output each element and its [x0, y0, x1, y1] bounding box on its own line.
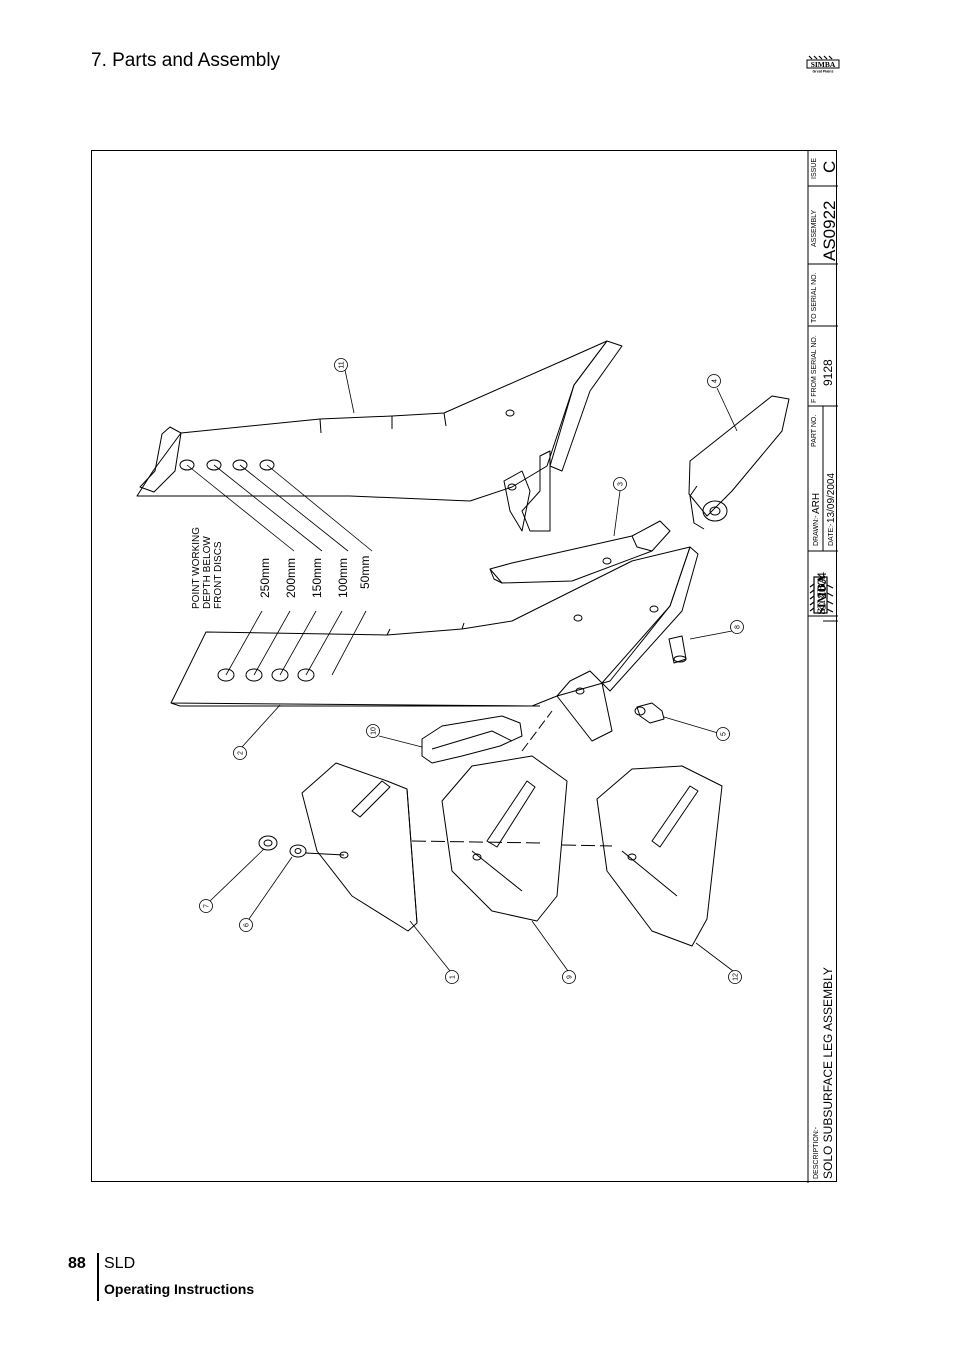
point-part: [489, 520, 671, 584]
depth-note-line-2: DEPTH BELOW: [202, 536, 213, 609]
bush-part: [668, 635, 687, 664]
wing-part-12: [596, 765, 723, 947]
from-serial-value: 9128: [821, 359, 835, 386]
callout-2: 2: [238, 751, 245, 755]
callout-7: 7: [204, 904, 211, 908]
assembly-drawing: 11 4 3 8 5 10 2 7 6 1 9 12 POINT WORKING…: [136, 151, 838, 1183]
issue-value: C: [820, 161, 838, 173]
description-label: DESCRIPTION:-: [813, 1126, 820, 1179]
brand-logo-subtext: Great Plains: [813, 70, 834, 74]
callout-8: 8: [735, 625, 742, 629]
callout-12: 12: [733, 973, 740, 981]
wing-part-9: [441, 755, 568, 922]
brand-logo-text: SIMBA: [811, 60, 836, 69]
copyright: © 2004: [815, 572, 829, 611]
depth-label-200: 200mm: [284, 558, 298, 598]
callout-6: 6: [244, 923, 251, 927]
page-number: 88: [68, 1255, 86, 1272]
depth-label-50: 50mm: [358, 556, 372, 589]
description-text: SOLO SUBSURFACE LEG ASSEMBLY: [821, 967, 835, 1179]
callout-4: 4: [712, 379, 719, 383]
footer-divider: [97, 1253, 99, 1301]
callout-3: 3: [618, 482, 625, 486]
brand-logo: SIMBA Great Plains: [806, 55, 840, 74]
from-serial-label: F FROM SERIAL NO.: [811, 335, 818, 403]
bolt-part: [634, 702, 665, 724]
issue-label: ISSUE: [811, 158, 818, 179]
section-title: 7. Parts and Assembly: [91, 50, 281, 71]
title-block-logo-text: SIMBA: [814, 575, 828, 615]
assembly-value: AS0922: [820, 201, 838, 262]
date-label: DATE:-: [828, 523, 835, 546]
depth-label-250: 250mm: [258, 558, 272, 598]
title-block-logo: SIMBA: [809, 575, 834, 615]
depth-note-line-1: POINT WORKING: [191, 527, 202, 609]
callout-10: 10: [371, 727, 378, 735]
washer-part: [289, 844, 307, 858]
lower-leg-plate: [170, 546, 699, 742]
wing-part-1: [301, 762, 418, 932]
part-no-label: PART NO.: [811, 415, 818, 447]
title-block: [807, 151, 838, 1183]
drawing-frame: 11 4 3 8 5 10 2 7 6 1 9 12 POINT WORKING…: [91, 150, 838, 1183]
callout-9: 9: [567, 975, 574, 979]
shin-part: [688, 395, 790, 530]
drawn-by: ARH: [811, 493, 822, 514]
footer-model: SLD: [104, 1255, 136, 1272]
depth-note-line-3: FRONT DISCS: [213, 541, 224, 609]
nut-part: [258, 835, 278, 851]
fixing-line: [305, 852, 345, 856]
footer-subtitle: Operating Instructions: [104, 1281, 255, 1297]
callout-1: 1: [450, 975, 457, 979]
date-value: 13/09/2004: [826, 473, 837, 523]
callout-11: 11: [339, 361, 346, 368]
callout-5: 5: [721, 732, 728, 736]
depth-label-150: 150mm: [310, 558, 324, 598]
depth-label-100: 100mm: [336, 558, 350, 598]
upper-leg-plate: [136, 340, 623, 532]
to-serial-label: TO SERIAL NO.: [811, 272, 818, 323]
wear-piece: [421, 715, 523, 764]
drawn-label: DRAWN:-: [813, 515, 820, 546]
assembly-label: ASSEMBLY: [811, 209, 818, 247]
